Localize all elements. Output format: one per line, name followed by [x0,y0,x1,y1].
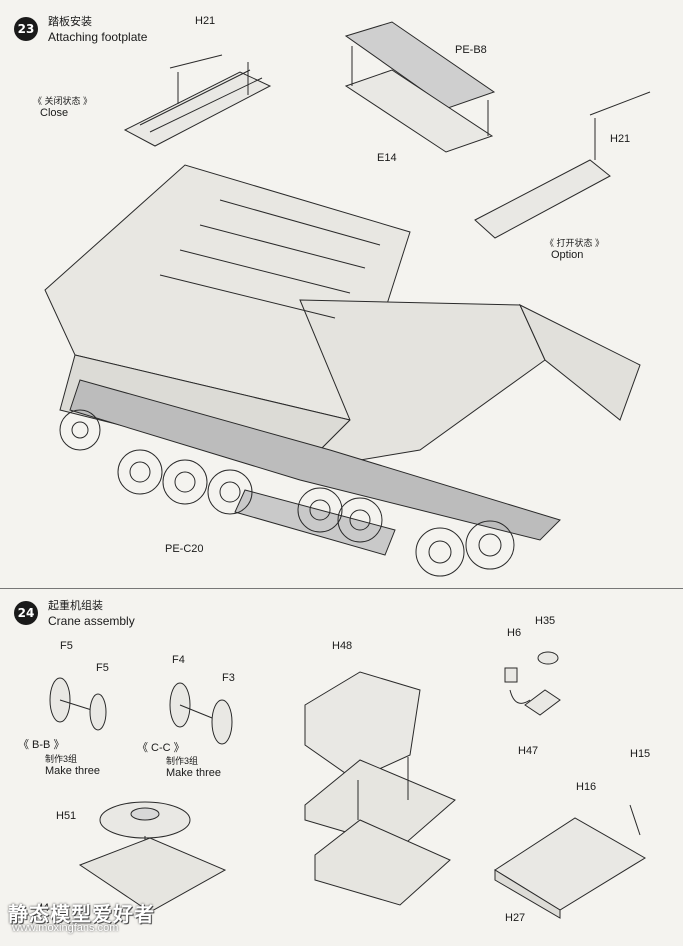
mesh-plate-diagram [344,21,496,153]
step-23-badge: 23 [14,17,38,41]
spool-bb-diagram [49,677,107,731]
vehicle-hull-diagram [44,164,641,577]
part-label-f5-a: F5 [60,640,73,652]
crane-house-diagram [304,671,456,906]
section-label-cc: 《 C-C 》 [137,742,185,754]
part-label-h16: H16 [576,781,597,793]
part-label-h48: H48 [332,640,353,652]
part-label-h15: H15 [630,748,651,760]
section-label-bb: 《 B-B 》 [18,739,65,751]
step-24-title-cn: 起重机组装 [48,599,103,612]
part-label-h21-right: H21 [610,133,631,145]
part-label-f5-b: F5 [96,662,109,674]
platform-diagram [494,804,646,919]
part-label-e14: E14 [377,152,397,164]
part-label-pec20: PE-C20 [165,543,204,555]
make-three-en-a: Make three [45,765,101,777]
step-23-title-cn: 踏板安装 [48,15,92,28]
part-label-f3: F3 [222,672,235,684]
watermark-url: www.moxingfans.com [12,922,119,934]
close-state-label-en: Close [40,107,69,119]
close-state-label-cn: 《 关闭状态 》 [33,96,93,106]
option-state-label-cn: 《 打开状态 》 [545,238,605,248]
part-label-h47: H47 [518,745,539,757]
part-label-f4: F4 [172,654,185,666]
watermark-logo-text: 静态模型爱好者 [8,902,155,926]
make-three-en-b: Make three [166,767,222,779]
footplate-close-diagram [123,54,272,147]
part-label-h21-left: H21 [195,15,216,27]
step-divider [0,588,683,589]
make-three-cn-a: 制作3组 [45,754,78,764]
step-24-badge: 24 [14,601,38,625]
option-state-label-en: Option [551,249,584,261]
step-23-title-en: Attaching footplate [48,30,148,44]
spool-cc-diagram [169,682,233,745]
part-label-peb8: PE-B8 [455,44,487,56]
small-parts-diagram [504,651,561,716]
step-24-title-en: Crane assembly [48,614,135,628]
part-label-h27: H27 [505,912,526,924]
turntable-diagram [78,801,227,913]
footplate-option-diagram [474,91,651,239]
make-three-cn-b: 制作3组 [166,756,199,766]
part-label-h51: H51 [56,810,77,822]
part-label-h6: H6 [507,627,522,639]
part-label-h35: H35 [535,615,556,627]
part-label-i4: I4 [40,902,50,914]
